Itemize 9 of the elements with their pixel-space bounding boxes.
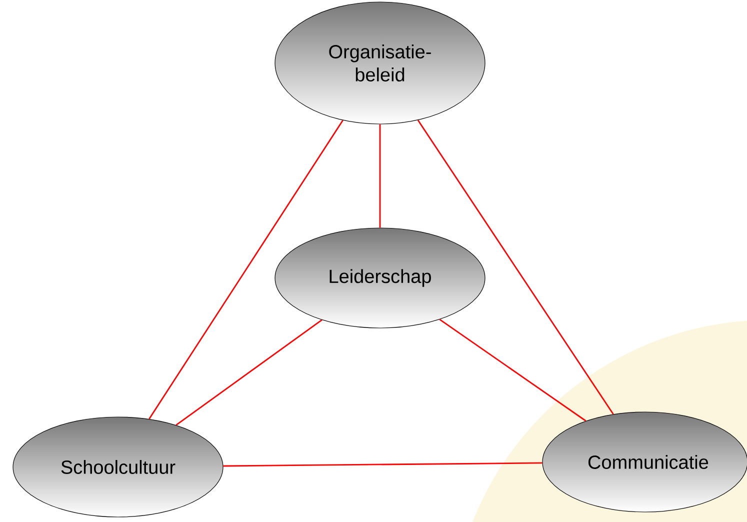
connector-line [148, 120, 344, 420]
connector-line [417, 120, 614, 415]
ellipse-node: Organisatie- beleid [274, 2, 486, 124]
ellipse-node: Leiderschap [274, 228, 486, 328]
connector-line [379, 124, 381, 228]
connector-line [223, 462, 542, 467]
connector-line [439, 318, 586, 422]
connector-line [176, 319, 322, 426]
ellipse-node: Schoolcultuur [12, 416, 224, 518]
